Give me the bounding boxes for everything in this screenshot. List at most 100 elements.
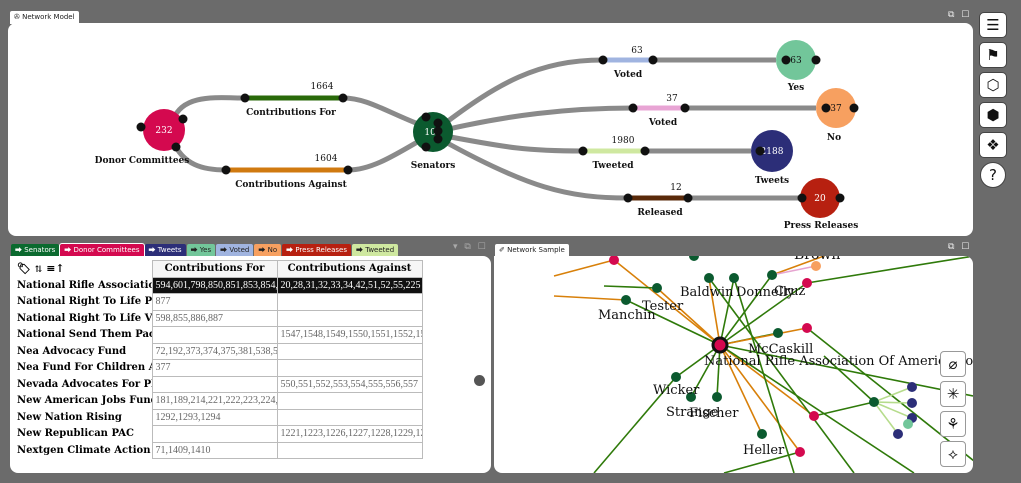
cell-contributions-against[interactable]: 20,28,31,32,33,34,42,51,52,55,225 bbox=[276, 276, 423, 294]
cell-contributions-against[interactable] bbox=[276, 359, 423, 377]
node-senators[interactable] bbox=[413, 112, 453, 152]
table-row[interactable]: National Right To Life Political Action … bbox=[14, 293, 423, 311]
sample-node[interactable] bbox=[686, 392, 696, 402]
port-dot[interactable] bbox=[811, 55, 821, 65]
tab-no[interactable]: ⮕ No bbox=[254, 244, 282, 257]
port-dot[interactable] bbox=[421, 142, 431, 152]
tab-tweets[interactable]: ⮕ Tweets bbox=[144, 244, 186, 257]
cell-contributions-for[interactable]: 594,601,798,850,851,853,854,855 bbox=[151, 276, 278, 294]
cell-contributions-against[interactable]: 550,551,552,553,554,555,556,557 bbox=[276, 375, 423, 393]
scroll-handle[interactable] bbox=[474, 375, 485, 386]
cell-contributions-for[interactable] bbox=[151, 375, 278, 393]
sample-node[interactable] bbox=[689, 256, 699, 261]
tab-tweeted[interactable]: ⮕ Tweeted bbox=[351, 244, 399, 257]
column-header[interactable]: Contributions Against bbox=[276, 260, 423, 278]
sample-node[interactable] bbox=[811, 261, 821, 271]
top-window-controls[interactable]: ⧉ ☐ bbox=[948, 10, 972, 20]
port-dot[interactable] bbox=[849, 103, 859, 113]
table-row[interactable]: Nevada Advocates For Planned Parenthood5… bbox=[14, 375, 423, 393]
port-dot[interactable] bbox=[835, 193, 845, 203]
add-cube-icon[interactable]: ⬡ bbox=[979, 72, 1007, 98]
node-donor[interactable] bbox=[143, 109, 185, 151]
port-dot[interactable] bbox=[433, 118, 443, 128]
sample-node[interactable] bbox=[907, 382, 917, 392]
cell-contributions-for[interactable]: 877 bbox=[151, 293, 278, 311]
cell-contributions-against[interactable] bbox=[276, 309, 423, 327]
cell-contributions-for[interactable]: 71,1409,1410 bbox=[151, 441, 278, 459]
edge-handle[interactable] bbox=[640, 146, 650, 156]
sample-node[interactable] bbox=[712, 392, 722, 402]
cell-contributions-for[interactable] bbox=[151, 326, 278, 344]
port-dot[interactable] bbox=[797, 193, 807, 203]
cell-contributions-for[interactable] bbox=[151, 425, 278, 443]
table-window-controls[interactable]: ▾ ⧉ ☐ bbox=[453, 242, 488, 252]
cell-contributions-against[interactable] bbox=[276, 293, 423, 311]
edge-handle[interactable] bbox=[680, 103, 690, 113]
cell-contributions-against[interactable]: 1221,1223,1226,1227,1228,1229,1230 bbox=[276, 425, 423, 443]
port-dot[interactable] bbox=[171, 142, 181, 152]
tab-voted[interactable]: ⮕ Voted bbox=[216, 244, 254, 257]
port-dot[interactable] bbox=[421, 112, 431, 122]
tag-icon[interactable]: 🏷︎ bbox=[17, 262, 31, 276]
edge-handle[interactable] bbox=[338, 93, 348, 103]
cell-contributions-for[interactable]: 1292,1293,1294 bbox=[151, 408, 278, 426]
edge-handle[interactable] bbox=[628, 103, 638, 113]
sample-node[interactable] bbox=[869, 397, 879, 407]
sample-node[interactable] bbox=[802, 278, 812, 288]
sort-alpha-icon[interactable]: ⇅ bbox=[34, 265, 43, 276]
sample-node[interactable] bbox=[652, 283, 662, 293]
layout-icon[interactable]: ⚘ bbox=[940, 411, 966, 437]
node-no[interactable] bbox=[816, 88, 856, 128]
sample-node-selected[interactable] bbox=[711, 336, 729, 354]
tab-network-model[interactable]: ✇ Network Model bbox=[10, 11, 79, 24]
sample-window-controls[interactable]: ⧉ ☐ bbox=[948, 242, 972, 252]
sample-node[interactable] bbox=[795, 447, 805, 457]
edge-handle[interactable] bbox=[648, 55, 658, 65]
edge-path[interactable] bbox=[170, 134, 428, 173]
sample-node[interactable] bbox=[773, 328, 783, 338]
table-row[interactable]: National Send Them Packing PAC1547,1548,… bbox=[14, 326, 423, 344]
cell-contributions-for[interactable]: 72,192,373,374,375,381,538,540 bbox=[151, 342, 278, 360]
edge-handle[interactable] bbox=[578, 146, 588, 156]
tab-press-releases[interactable]: ⮕ Press Releases bbox=[282, 244, 351, 257]
column-header[interactable]: Contributions For bbox=[151, 260, 278, 278]
port-dot[interactable] bbox=[781, 55, 791, 65]
sort-list-icon[interactable]: ≡↑ bbox=[46, 262, 65, 276]
cell-contributions-for[interactable]: 377 bbox=[151, 359, 278, 377]
node-yes[interactable] bbox=[776, 40, 816, 80]
sample-node[interactable] bbox=[903, 419, 913, 429]
table-row[interactable]: Nea Fund For Children And Public Educati… bbox=[14, 359, 423, 377]
cell-contributions-against[interactable] bbox=[276, 342, 423, 360]
help-icon[interactable]: ? bbox=[980, 162, 1006, 188]
edge-handle[interactable] bbox=[598, 55, 608, 65]
cell-contributions-for[interactable]: 181,189,214,221,222,223,224,225 bbox=[151, 392, 278, 410]
cell-contributions-against[interactable] bbox=[276, 392, 423, 410]
cell-contributions-for[interactable]: 598,855,886,887 bbox=[151, 309, 278, 327]
table-row[interactable]: Nextgen Climate Action Committee71,1409,… bbox=[14, 441, 423, 459]
network-sample-graph[interactable]: BrownBaldwinDonnellyCruzTesterManchinMcC… bbox=[494, 256, 973, 473]
port-dot[interactable] bbox=[433, 126, 443, 136]
cell-contributions-against[interactable] bbox=[276, 408, 423, 426]
edge-handle[interactable] bbox=[343, 165, 353, 175]
sample-node[interactable] bbox=[609, 256, 619, 265]
port-dot[interactable] bbox=[755, 146, 765, 156]
cube-icon[interactable]: ⬢ bbox=[979, 102, 1007, 128]
signpost-icon[interactable]: ⚑ bbox=[979, 42, 1007, 68]
connect-icon[interactable]: ⟡ bbox=[940, 441, 966, 467]
sample-node[interactable] bbox=[621, 295, 631, 305]
node-press[interactable] bbox=[800, 178, 840, 218]
edge-handle[interactable] bbox=[240, 93, 250, 103]
tab-senators[interactable]: ⮕ Senators bbox=[11, 244, 60, 257]
expand-icon[interactable]: ✳ bbox=[940, 381, 966, 407]
tab-donor-committees[interactable]: ⮕ Donor Committees bbox=[59, 243, 145, 258]
cube-split-icon[interactable]: ❖ bbox=[979, 132, 1007, 158]
cell-contributions-against[interactable]: 1547,1548,1549,1550,1551,1552,1553 bbox=[276, 326, 423, 344]
edge-path[interactable] bbox=[438, 136, 800, 201]
edge-path[interactable] bbox=[439, 105, 816, 134]
sample-node[interactable] bbox=[729, 273, 739, 283]
edge-path[interactable] bbox=[438, 57, 776, 129]
